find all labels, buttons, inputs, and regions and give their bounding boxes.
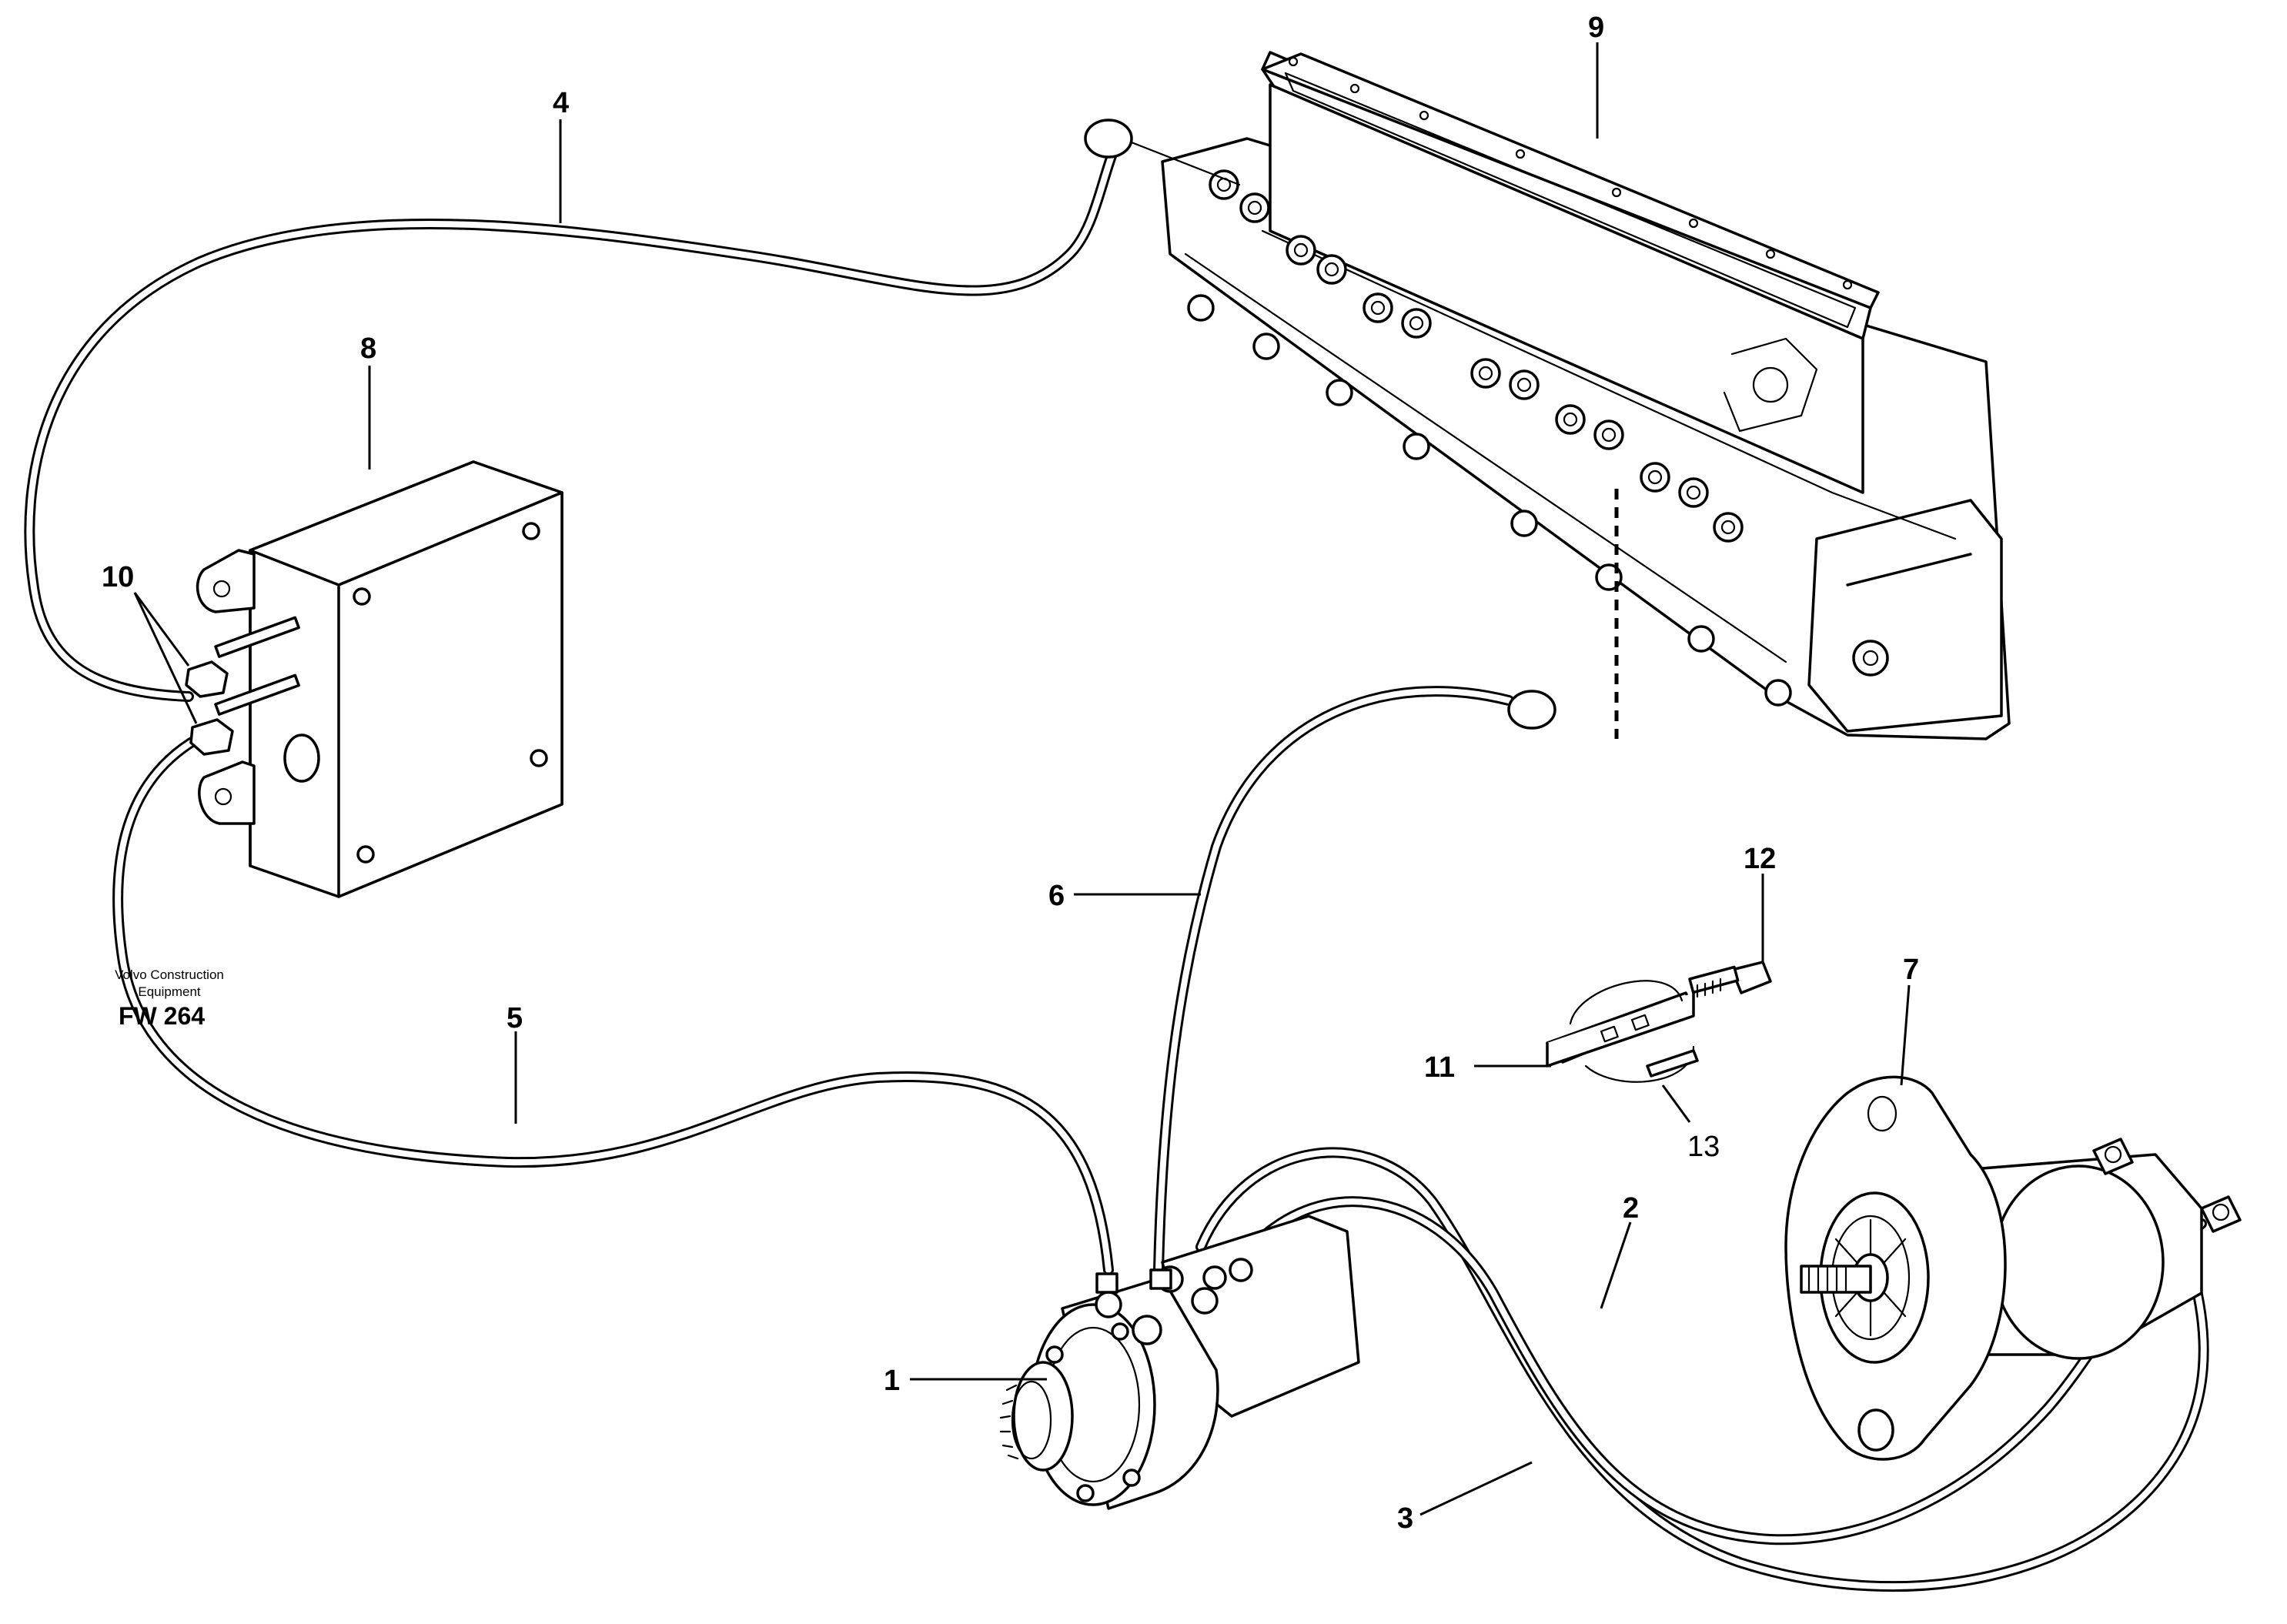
callout-6: 6 — [1048, 880, 1065, 912]
cable-4 — [24, 119, 1133, 702]
callout-9: 9 — [1588, 12, 1604, 44]
ring-terminal-cable-6 — [1507, 690, 1556, 730]
company-line-1: Volvo Construction — [115, 967, 224, 982]
callout-11: 11 — [1424, 1051, 1455, 1084]
callout-13: 13 — [1687, 1131, 1720, 1163]
starter-motor — [999, 1215, 1360, 1510]
manifold-lower-bolt-holes — [1187, 294, 1792, 707]
studs-10 — [185, 616, 300, 756]
callout-2: 2 — [1623, 1192, 1639, 1225]
bolt-12 — [1688, 961, 1772, 998]
cable-connectors-7 — [2092, 1138, 2242, 1233]
callout-3: 3 — [1397, 1502, 1413, 1535]
cable-2 — [1195, 1147, 2209, 1592]
cable-6 — [1153, 686, 1556, 1275]
manifold-rim-holes — [1288, 56, 1853, 290]
cable-3 — [1234, 1196, 2207, 1545]
callout-4: 4 — [553, 87, 569, 119]
mounting-bracket — [196, 549, 256, 825]
cable-tie-13 — [1646, 1049, 1699, 1078]
leader-lines — [133, 42, 1911, 1516]
callout-8: 8 — [360, 332, 376, 365]
cable-5 — [112, 730, 1114, 1275]
callout-12: 12 — [1744, 843, 1776, 875]
connection-line-cable-4 — [1130, 141, 1241, 186]
shaft — [1800, 1265, 1872, 1294]
control-box — [185, 460, 563, 898]
clamp-assembly — [1546, 980, 1699, 1083]
inlet-manifold — [1161, 51, 2011, 740]
pinion-gear — [999, 1361, 1074, 1472]
figure-code: FW 264 — [119, 1002, 206, 1030]
callout-5: 5 — [507, 1002, 523, 1034]
company-line-2: Equipment — [138, 984, 201, 999]
ring-terminal-cable-4 — [1084, 119, 1133, 159]
company-credit: Volvo Construction Equipment — [69, 967, 269, 1001]
part-7-assembly — [1784, 1075, 2242, 1461]
solenoid-terminals — [1095, 1258, 1253, 1345]
callout-7: 7 — [1903, 954, 1919, 986]
manifold-bolt-holes — [1209, 169, 1744, 543]
callout-10: 10 — [102, 561, 134, 593]
callout-1: 1 — [884, 1365, 900, 1397]
